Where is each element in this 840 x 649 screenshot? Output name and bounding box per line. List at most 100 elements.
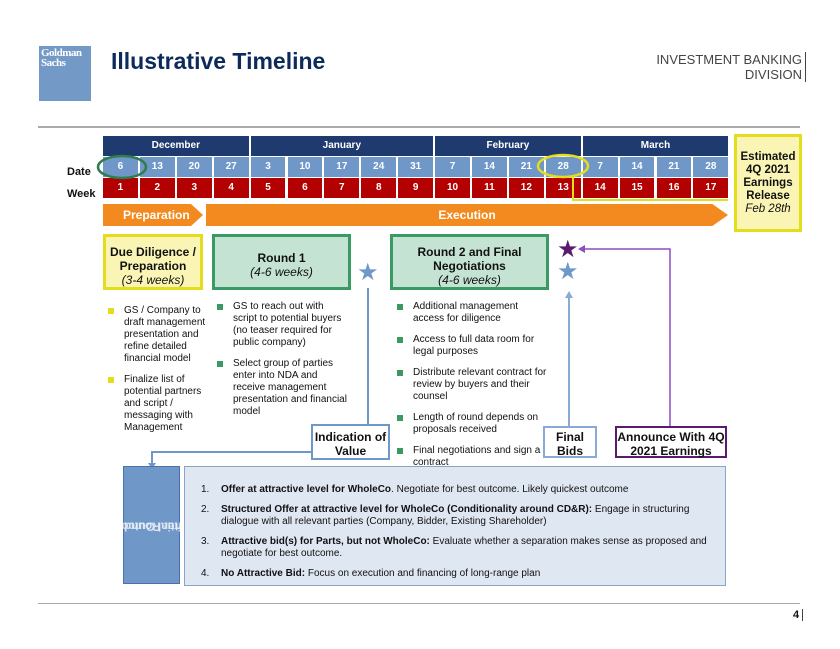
date-cell: 17 [324,157,360,177]
bullet-item: Final negotiations and sign a contract [397,445,547,469]
outcome-number: 3. [201,536,210,547]
outcome-text: . Negotiate for best outcome. Likely qui… [391,484,629,495]
bullet-item: Access to full data room for legal purpo… [397,334,547,358]
earnings-release-box: Estimated 4Q 2021 Earnings Release Feb 2… [734,134,802,232]
footer-divider [38,603,800,604]
page-number: 4 [793,609,804,621]
date-row-label: Date [67,166,91,178]
week-cell: 12 [508,178,544,198]
earnings-date: Feb 28th [745,203,791,215]
date-cell: 21 [508,157,544,177]
start-date-highlight [96,154,148,180]
week-cell: 11 [472,178,507,198]
week-cell: 14 [582,178,618,198]
outcome-item: 4. No Attractive Bid: Focus on execution … [201,568,715,580]
earnings-date-highlight [536,153,590,179]
week-cell: 15 [619,178,655,198]
announce-earnings-callout: Announce With 4Q 2021 Earnings [615,426,727,458]
month-header: December [103,136,249,156]
prep-bullets: GS / Company to draft management present… [108,305,208,443]
announce-arrowhead [578,245,585,253]
date-cell: 28 [693,157,729,177]
stage-round-1: Round 1(4-6 weeks) [212,234,351,290]
month-header: January [250,136,434,156]
week-cell: 3 [176,178,212,198]
bullet-item: GS to reach out with script to potential… [217,301,347,349]
week-cell: 10 [435,178,470,198]
earnings-l1: Estimated [740,151,796,163]
stage-duration: (3-4 weeks) [121,273,185,287]
week-cell: 13 [545,178,581,198]
outcome-number: 1. [201,484,210,495]
header-divider [38,126,800,128]
earnings-l3: Earnings [743,177,793,189]
date-cell: 10 [287,157,323,177]
outcome-heading: No Attractive Bid: [221,568,306,579]
outcome-text: Focus on execution and financing of long… [305,568,541,579]
week-cell: 2 [139,178,175,198]
round2-bullets: Additional management access for diligen… [397,301,547,478]
week-cell: 4 [213,178,249,198]
outcome-item: 1. Offer at attractive level for WholeCo.… [201,484,715,496]
outcome-item: 2. Structured Offer at attractive level f… [201,504,715,528]
outcomes-list: 1. Offer at attractive level for WholeCo.… [184,466,726,586]
date-cell: 7 [582,157,618,177]
execution-phase-arrow: Execution [206,204,728,226]
week-cell: 6 [287,178,323,198]
final-bids-arrowhead [565,291,573,298]
week-cell: 9 [398,178,434,198]
indication-star-icon: ★ [357,259,379,286]
date-cell: 20 [176,157,212,177]
announce-star-icon: ★ [557,236,579,263]
date-cell: 21 [656,157,692,177]
date-cell: 24 [361,157,397,177]
outcome-item: 3. Attractive bid(s) for Parts, but not W… [201,536,715,560]
bullet-item: Additional management access for diligen… [397,301,547,325]
division-line1: INVESTMENT BANKING [656,52,802,67]
preparation-phase-arrow: Preparation [103,204,203,226]
date-cell: 27 [213,157,249,177]
date-cell: 13 [139,157,175,177]
outcome-heading: Structured Offer at attractive level for… [221,504,593,515]
outcomes-label-l2: After Round 1 [113,519,190,532]
month-header: February [435,136,581,156]
outcome-number: 4. [201,568,210,579]
week-cell: 5 [250,178,286,198]
stage-due-diligence: Due Diligence / Preparation(3-4 weeks) [103,234,203,290]
date-cell: 7 [435,157,470,177]
announce-line [582,248,671,426]
stage-round-2: Round 2 and Final Negotiations(4-6 weeks… [390,234,549,290]
final-bids-callout: Final Bids [543,426,597,458]
outcome-heading: Offer at attractive level for WholeCo [221,484,392,495]
week-cell: 17 [693,178,729,198]
bullet-item: Select group of parties enter into NDA a… [217,358,347,418]
outcomes-line [151,451,311,465]
date-cell: 3 [250,157,286,177]
bullet-item: Finalize list of potential partners and … [108,374,208,434]
division-line2: DIVISION [744,67,802,82]
week-cell: 7 [324,178,360,198]
outcome-text: Engage in structuring dialogue with all … [221,504,690,527]
outcome-number: 2. [201,504,210,515]
page-title: Illustrative Timeline [111,48,326,74]
date-cell: 6 [103,157,138,177]
date-cell: 28 [545,157,581,177]
date-cell: 14 [619,157,655,177]
stage-title: Round 1 [257,251,306,265]
earnings-l4: Release [746,190,790,202]
stage-title: Due Diligence / Preparation [109,245,197,273]
indication-of-value-callout: Indication of Value [311,424,390,460]
earnings-l2: 4Q 2021 [745,164,791,176]
outcome-heading: Attractive bid(s) for Parts, but not Who… [221,536,430,547]
round1-bullets: GS to reach out with script to potential… [217,301,347,427]
bullet-item: Distribute relevant contract for review … [397,367,547,403]
stage-duration: (4-6 weeks) [438,273,501,287]
bullet-item: Length of round depends on proposals rec… [397,412,547,436]
stage-duration: (4-6 weeks) [250,265,313,279]
earnings-connector [572,177,728,201]
week-cell: 16 [656,178,692,198]
